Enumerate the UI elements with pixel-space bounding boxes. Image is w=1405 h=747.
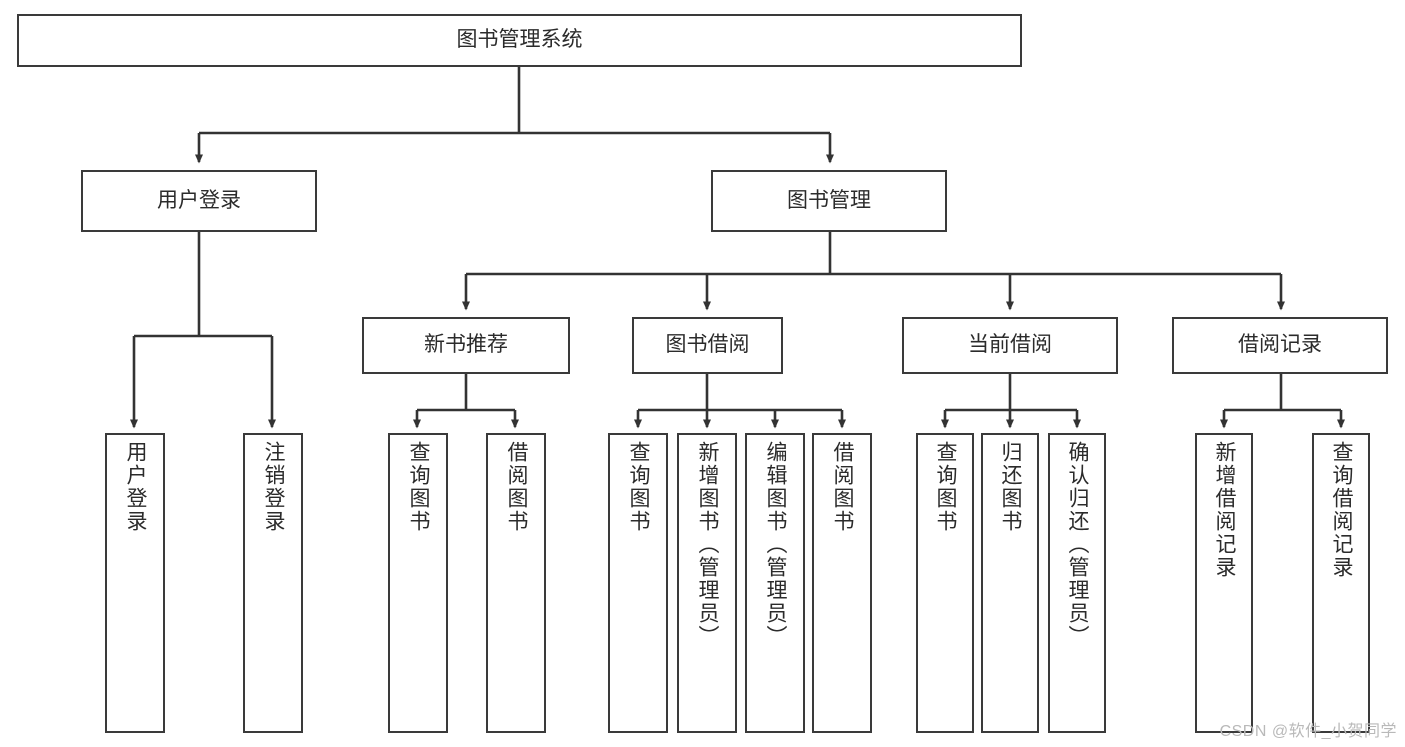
node-root-label: 图书管理系统: [456, 28, 583, 52]
leaf-borrow-book-2[interactable]: 借阅图书: [812, 433, 872, 733]
leaf-query-record-label: 查询借阅记录: [1330, 441, 1354, 579]
leaf-edit-book-label: 编辑图书（管理员）: [764, 441, 788, 648]
node-book-borrow[interactable]: 图书借阅: [632, 317, 783, 374]
leaf-borrow-book-2-label: 借阅图书: [831, 441, 855, 533]
leaf-borrow-book-1-label: 借阅图书: [505, 441, 529, 533]
node-book-manage[interactable]: 图书管理: [711, 170, 947, 232]
leaf-query-book-3[interactable]: 查询图书: [916, 433, 974, 733]
node-book-borrow-label: 图书借阅: [665, 333, 750, 357]
node-user-login-label: 用户登录: [157, 188, 241, 212]
node-current-borrow-label: 当前借阅: [968, 333, 1052, 357]
node-borrow-record[interactable]: 借阅记录: [1172, 317, 1388, 374]
leaf-confirm-return[interactable]: 确认归还（管理员）: [1048, 433, 1106, 733]
leaf-return-book-label: 归还图书: [999, 441, 1023, 533]
leaf-query-book-1-label: 查询图书: [407, 441, 431, 533]
node-new-book-recommend-label: 新书推荐: [424, 333, 508, 357]
leaf-query-record[interactable]: 查询借阅记录: [1312, 433, 1370, 733]
leaf-add-record[interactable]: 新增借阅记录: [1195, 433, 1253, 733]
leaf-logout-label: 注销登录: [262, 441, 286, 533]
node-current-borrow[interactable]: 当前借阅: [902, 317, 1118, 374]
leaf-user-login-label: 用户登录: [124, 441, 148, 533]
leaf-query-book-2-label: 查询图书: [627, 441, 651, 533]
leaf-query-book-3-label: 查询图书: [934, 441, 958, 533]
leaf-add-book-label: 新增图书（管理员）: [696, 441, 720, 648]
leaf-user-login[interactable]: 用户登录: [105, 433, 165, 733]
node-root[interactable]: 图书管理系统: [17, 14, 1022, 67]
leaf-borrow-book-1[interactable]: 借阅图书: [486, 433, 546, 733]
leaf-add-record-label: 新增借阅记录: [1213, 441, 1237, 579]
leaf-add-book[interactable]: 新增图书（管理员）: [677, 433, 737, 733]
leaf-query-book-1[interactable]: 查询图书: [388, 433, 448, 733]
leaf-confirm-return-label: 确认归还（管理员）: [1066, 441, 1090, 648]
leaf-query-book-2[interactable]: 查询图书: [608, 433, 668, 733]
leaf-return-book[interactable]: 归还图书: [981, 433, 1039, 733]
node-book-manage-label: 图书管理: [787, 188, 871, 212]
leaf-logout[interactable]: 注销登录: [243, 433, 303, 733]
node-new-book-recommend[interactable]: 新书推荐: [362, 317, 570, 374]
leaf-edit-book[interactable]: 编辑图书（管理员）: [745, 433, 805, 733]
watermark: CSDN @软件_小贺同学: [1219, 723, 1397, 740]
node-user-login[interactable]: 用户登录: [81, 170, 317, 232]
node-borrow-record-label: 借阅记录: [1238, 333, 1322, 357]
